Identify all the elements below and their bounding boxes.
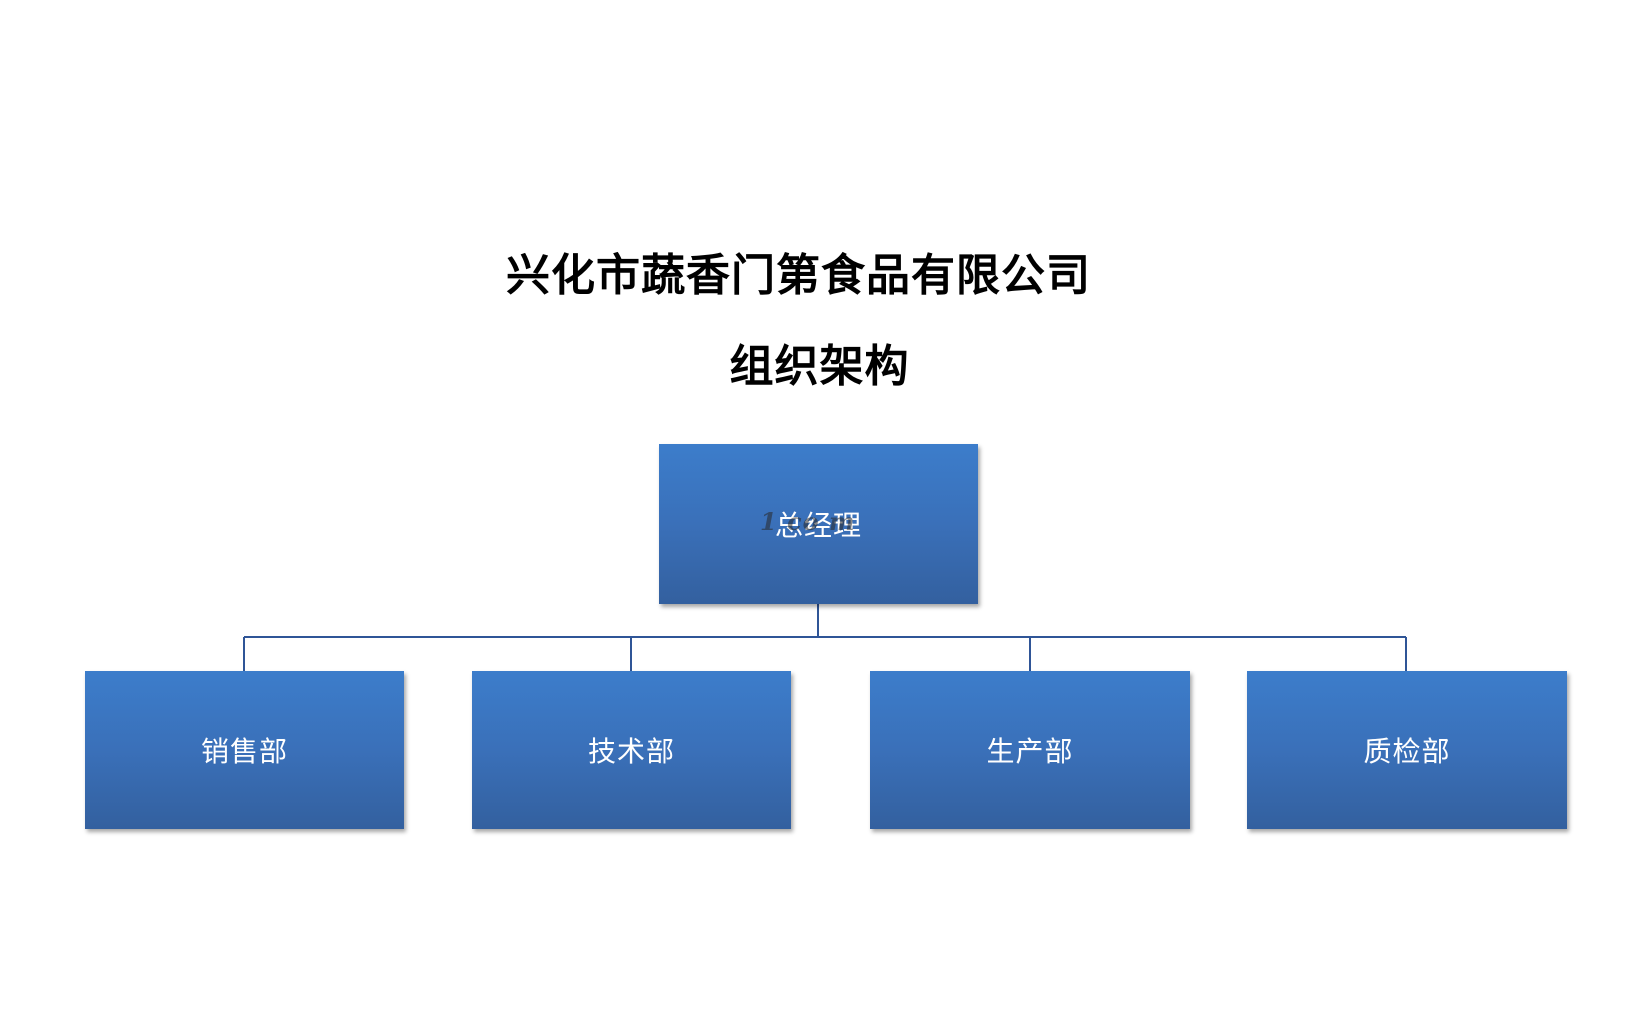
node-production-department-label: 生产部 bbox=[986, 735, 1074, 768]
node-quality-inspection-department-label: 质检部 bbox=[1363, 735, 1451, 768]
node-general-manager-label: 总经理 bbox=[774, 509, 862, 542]
node-sales-department: 销售部 bbox=[85, 671, 404, 829]
node-technology-department-label: 技术部 bbox=[587, 735, 675, 768]
node-sales-department-label: 销售部 bbox=[200, 735, 288, 768]
watermark-text: 1 co m bbox=[760, 507, 856, 536]
diagram-title: 兴化市蔬香门第食品有限公司 bbox=[506, 250, 1091, 301]
node-technology-department: 技术部 bbox=[472, 671, 791, 829]
node-production-department: 生产部 bbox=[870, 671, 1190, 829]
node-quality-inspection-department: 质检部 bbox=[1247, 671, 1567, 829]
diagram-subtitle: 组织架构 bbox=[729, 341, 910, 392]
node-general-manager: 总经理 bbox=[659, 444, 978, 604]
